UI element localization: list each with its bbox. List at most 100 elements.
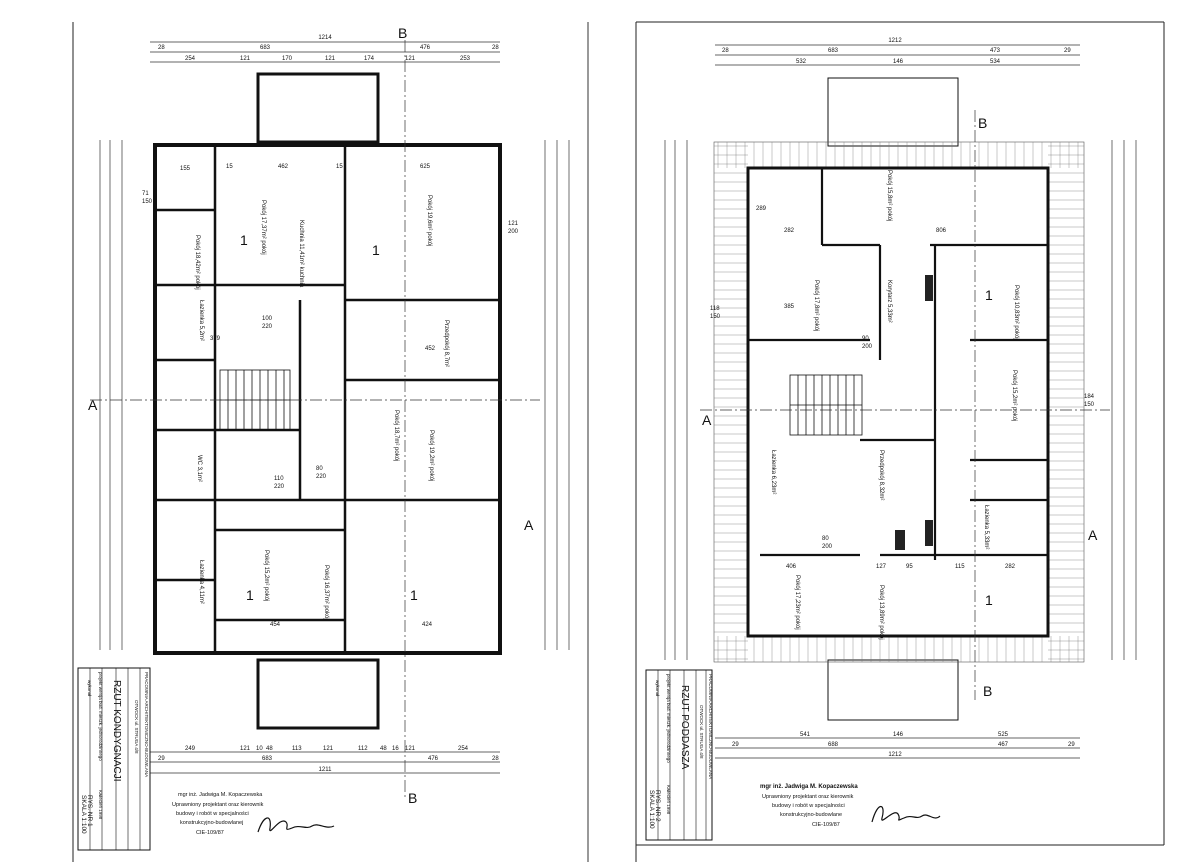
svg-text:200: 200 [508,229,519,235]
svg-text:mgr inż. Jadwiga M. Kopaczewsk: mgr inż. Jadwiga M. Kopaczewska [760,784,858,790]
right-title-block: PRACOWNIA ARCHITEKTONICZNO-BUDOWLANA OTW… [645,669,713,841]
right-outer-wall [746,166,1050,638]
svg-text:625: 625 [420,164,431,170]
svg-text:mgr inż. Jadwiga M. Kopaczewsk: mgr inż. Jadwiga M. Kopaczewska [178,792,263,798]
right-room-labels: Pokój 15,8m² pokój Pokój 17,8m² pokój Po… [770,170,1019,640]
svg-text:48: 48 [266,746,273,752]
right-section-b-bottom: B [983,683,992,699]
left-top-part: 683 [260,45,271,51]
svg-text:budowy i robót w specjalności: budowy i robót w specjalności [772,803,845,809]
right-section-a-right: A [1088,527,1098,543]
svg-text:Łazienka 5,33m²: Łazienka 5,33m² [983,505,989,549]
right-bottom-sub: 525 [998,732,1009,738]
svg-text:48: 48 [380,746,387,752]
left-bottom-dims [150,751,500,774]
svg-text:121: 121 [508,221,519,227]
svg-text:254: 254 [185,56,196,62]
svg-text:121: 121 [240,56,251,62]
right-top-part: 28 [722,48,729,54]
right-title-scale: SKALA 1:100 [648,790,655,829]
left-bottom-part: 476 [428,756,439,762]
left-room-labels: Pokój 17,37m² pokój Kuchnia 11,41m² kuch… [194,195,449,620]
right-bottom-total: 1212 [888,752,902,758]
svg-text:220: 220 [262,324,273,330]
left-bottom-part: 28 [492,756,499,762]
svg-text:150: 150 [142,199,153,205]
left-top-sub-labels: 254 121 170 121 174 121 253 [185,56,471,62]
svg-text:110: 110 [274,476,284,482]
svg-text:454: 454 [270,622,281,628]
left-top-total: 1214 [318,35,332,41]
svg-text:406: 406 [786,564,797,570]
svg-text:121: 121 [405,56,416,62]
right-porch-bottom [827,659,959,721]
svg-text:Pokój 17,37m² pokój: Pokój 17,37m² pokój [260,200,266,255]
sheet-left-border [0,0,1,1]
svg-text:121: 121 [325,56,336,62]
svg-text:806: 806 [936,228,947,234]
left-signature [257,817,335,833]
left-section-b-bottom: B [408,790,417,806]
right-top-part: 683 [828,48,839,54]
svg-text:150: 150 [1084,402,1095,408]
svg-text:16: 16 [392,746,399,752]
svg-text:452: 452 [425,346,436,352]
right-top-sub: 532 [796,59,807,65]
left-stamp: mgr inż. Jadwiga M. Kopaczewska Uprawnio… [172,792,335,836]
svg-text:127: 127 [876,564,887,570]
left-bottom-part: 683 [262,756,273,762]
right-stamp: mgr inż. Jadwiga M. Kopaczewska Uprawnio… [760,784,941,828]
svg-text:Pokój 17,8m² pokój: Pokój 17,8m² pokój [813,280,819,331]
left-terrace-bottom [256,658,380,730]
right-dim-labels: 289 282 806 385 90 200 184 150 118 150 4… [710,206,1095,570]
svg-text:385: 385 [784,304,795,310]
svg-text:Pokój 15,2m² pokój: Pokój 15,2m² pokój [1011,370,1017,421]
right-staircase [789,374,863,436]
right-title-firm: PRACOWNIA ARCHITEKTONICZNO-BUDOWLANA [708,674,713,779]
left-room-number: 1 [410,587,418,603]
svg-text:Pokój 18,7m² pokój: Pokój 18,7m² pokój [393,410,399,461]
right-plan: 1212 28 683 473 29 532 146 534 [645,38,1137,841]
svg-text:Pokój 17,23m² pokój: Pokój 17,23m² pokój [794,575,800,630]
svg-text:Pokój 19,6m² pokój: Pokój 19,6m² pokój [426,195,432,246]
left-room-number: 1 [240,232,248,248]
svg-text:220: 220 [274,484,285,490]
svg-text:121: 121 [405,746,416,752]
left-title-drew: wykonał [87,680,92,696]
svg-text:CIE-109/87: CIE-109/87 [812,822,840,828]
left-dim-labels: 155 15 462 15 625 121 200 100 220 379 45… [142,164,519,628]
right-title-address: OTWOCK ul. STRUGA 4/8 [699,705,704,759]
svg-text:15: 15 [336,164,343,170]
right-porch-top [827,77,959,147]
svg-text:170: 170 [282,56,293,62]
svg-text:95: 95 [906,564,913,570]
right-title-date: Kwiecień 1998 [666,785,671,815]
svg-text:Pokój 18,42m² pokój: Pokój 18,42m² pokój [194,235,200,290]
left-section-a-right: A [524,517,534,533]
left-top-dims [150,41,500,63]
left-title-project: projekt wersja bud. mieszk. jednorodzinn… [98,672,103,761]
svg-text:konstrukcyjno-budowlanej: konstrukcyjno-budowlanej [180,820,243,826]
left-plan: 1214 28 683 476 28 254 121 170 121 174 1… [77,25,570,851]
right-chimneys [895,275,933,550]
right-bottom-part: 467 [998,742,1009,748]
svg-text:282: 282 [1005,564,1016,570]
svg-text:konstrukcyjno-budowlane: konstrukcyjno-budowlane [780,812,842,818]
right-section-b-top: B [978,115,987,131]
right-title-sheet: RYS. NR 2 [654,790,661,822]
right-top-dims [715,44,1080,66]
svg-text:155: 155 [180,166,191,172]
left-title-block: PRACOWNIA ARCHITEKTONICZNO-BUDOWLANA OTW… [77,667,151,851]
left-title-sheet: RYS. NR 1 [86,795,93,827]
right-interior-walls [748,168,1048,560]
svg-text:112: 112 [358,746,368,752]
svg-text:184: 184 [1084,394,1095,400]
svg-text:WC 3,1m²: WC 3,1m² [196,455,202,482]
left-bottom-sub-labels: 249 121 10 48 113 121 112 48 16 121 254 [185,746,469,752]
right-room-number: 1 [985,287,993,303]
left-terrace-top [256,72,380,144]
svg-text:Łazienka 5,2m²: Łazienka 5,2m² [198,300,204,341]
svg-text:282: 282 [784,228,795,234]
left-section-a-left: A [88,397,98,413]
